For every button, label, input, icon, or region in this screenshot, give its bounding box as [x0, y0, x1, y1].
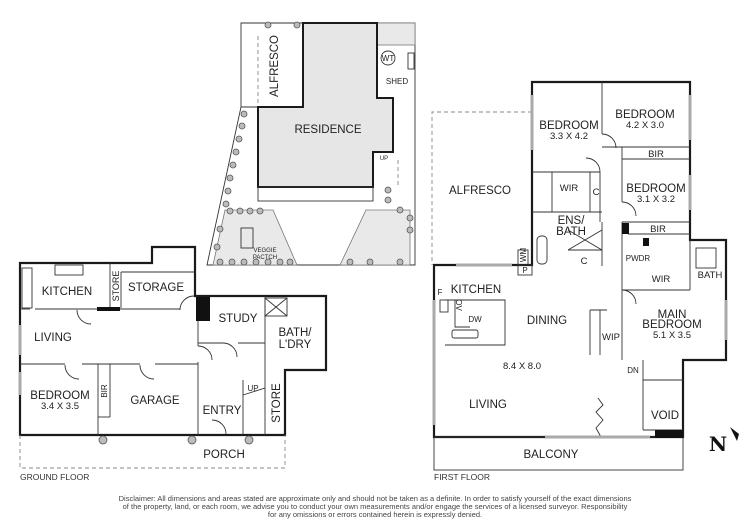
gf-store-label: STORE [111, 271, 121, 302]
shed-door [407, 52, 415, 70]
ff-bedroom-3-dimensions: 3.1 X 3.2 [637, 194, 675, 205]
ff-alfresco-label: ALFRESCO [449, 185, 511, 197]
door-swings [64, 295, 238, 435]
ff-bedroom-3-label: BEDROOM [626, 183, 685, 195]
ff-alfresco-outline [431, 111, 532, 265]
porch-outline [19, 435, 286, 469]
veggie-label-1: VEGGIE [253, 248, 276, 254]
ff-bedroom-2-dimensions: 4.2 X 3.0 [626, 120, 664, 131]
ff-c-1-label: C [593, 187, 600, 198]
gf-storage-label: STORAGE [128, 282, 184, 294]
ff-void-label: VOID [651, 410, 679, 422]
veggie-patch [240, 227, 254, 249]
ff-pantry-label: P [522, 266, 527, 275]
ff-bedroom-1-dimensions: 3.3 X 4.2 [550, 131, 588, 142]
ff-pwdr-label: PWDR [626, 254, 651, 263]
garden-bed-right [339, 209, 411, 266]
gf-bedroom-dimensions: 3.4 X 3.5 [41, 401, 79, 412]
gf-entry-label: ENTRY [203, 405, 242, 417]
disclaimer-line-2: of the property, land, or each room, we … [123, 502, 628, 511]
shed-label: SHED [386, 77, 408, 86]
shed-roof [376, 22, 416, 46]
ff-main-dimensions: 5.1 X 3.5 [653, 330, 691, 341]
ff-c-2-label: C [581, 256, 588, 267]
site-residence-label: RESIDENCE [294, 124, 361, 136]
gf-bath-label-1: BATH/ [278, 327, 312, 339]
ff-fridge-label: F [438, 288, 443, 297]
ground-floor: KITCHEN STORE STORAGE LIVING BEDROOM 3.4… [18, 245, 328, 482]
gf-bath-label-2: L'DRY [279, 339, 312, 351]
ff-wir-1-label: WIR [560, 183, 579, 194]
gf-study-label: STUDY [219, 313, 258, 325]
ff-kitchen-label: KITCHEN [451, 284, 501, 296]
ground-floor-outer-walls [18, 245, 328, 437]
ff-wip-label: WIP [602, 332, 620, 343]
north-label: N [709, 432, 727, 456]
residence-footprint [257, 22, 394, 188]
disclaimer-line-1: Disclaimer: All dimensions and areas sta… [119, 494, 632, 503]
ff-wir-2-label: WIR [652, 274, 671, 285]
water-tank-label: WT [382, 54, 395, 63]
ff-ensuite-label-1: ENS/ [558, 215, 586, 227]
ground-floor-title: GROUND FLOOR [20, 472, 89, 482]
water-tank-icon [380, 50, 396, 66]
gf-up-label: UP [247, 384, 258, 393]
veggie-label-2: PACTCH [253, 255, 277, 261]
ff-main-label-2: BEDROOM [642, 319, 701, 331]
disclaimer: Disclaimer: All dimensions and areas sta… [119, 494, 632, 519]
ff-main-label-1: MAIN [658, 309, 687, 321]
disclaimer-line-3: for any omissions or errors contained he… [268, 510, 482, 519]
ff-ensuite-label-2: BATH [556, 226, 586, 238]
gf-bir-label: BIR [100, 384, 109, 398]
ff-bedroom-2-label: BEDROOM [615, 109, 674, 121]
ff-door-swings [585, 133, 637, 305]
ff-balcony-label: BALCONY [524, 449, 579, 461]
ff-wm-label: WM [519, 248, 528, 263]
gf-garage-label: GARAGE [130, 395, 180, 407]
ff-oven-label: OV [454, 299, 463, 311]
site-alfresco-label: ALFRESCO [269, 35, 281, 97]
ff-living-label: LIVING [469, 399, 507, 411]
ff-bir-1-label: BIR [648, 149, 664, 160]
ff-living-dimensions: 8.4 X 8.0 [503, 361, 541, 372]
ff-dining-label: DINING [527, 315, 567, 327]
ff-bath-label: BATH [698, 270, 723, 281]
first-floor-title: FIRST FLOOR [434, 472, 490, 482]
gf-store-2-label: STORE [271, 383, 283, 423]
first-floor: ALFRESCO BEDROOM 3.3 X 4.2 BEDROOM 4.2 X… [431, 80, 728, 482]
site-plan: ALFRESCO RESIDENCE WT SHED UP VEGGIE PAC… [206, 21, 416, 266]
ff-bedroom-1-label: BEDROOM [539, 120, 598, 132]
north-compass-icon: N [709, 427, 739, 456]
chimney-block [196, 297, 210, 321]
gf-bedroom-label: BEDROOM [30, 390, 89, 402]
ff-dishwasher-label: DW [468, 315, 482, 324]
void-block [655, 430, 683, 438]
ff-bir-2-label: BIR [650, 224, 666, 235]
shrub-row [213, 21, 414, 266]
ff-dn-label: DN [627, 366, 639, 375]
site-up-label: UP [380, 156, 388, 162]
gf-kitchen-label: KITCHEN [42, 286, 92, 298]
gf-porch-label: PORCH [203, 449, 245, 461]
gf-living-label: LIVING [34, 332, 72, 344]
